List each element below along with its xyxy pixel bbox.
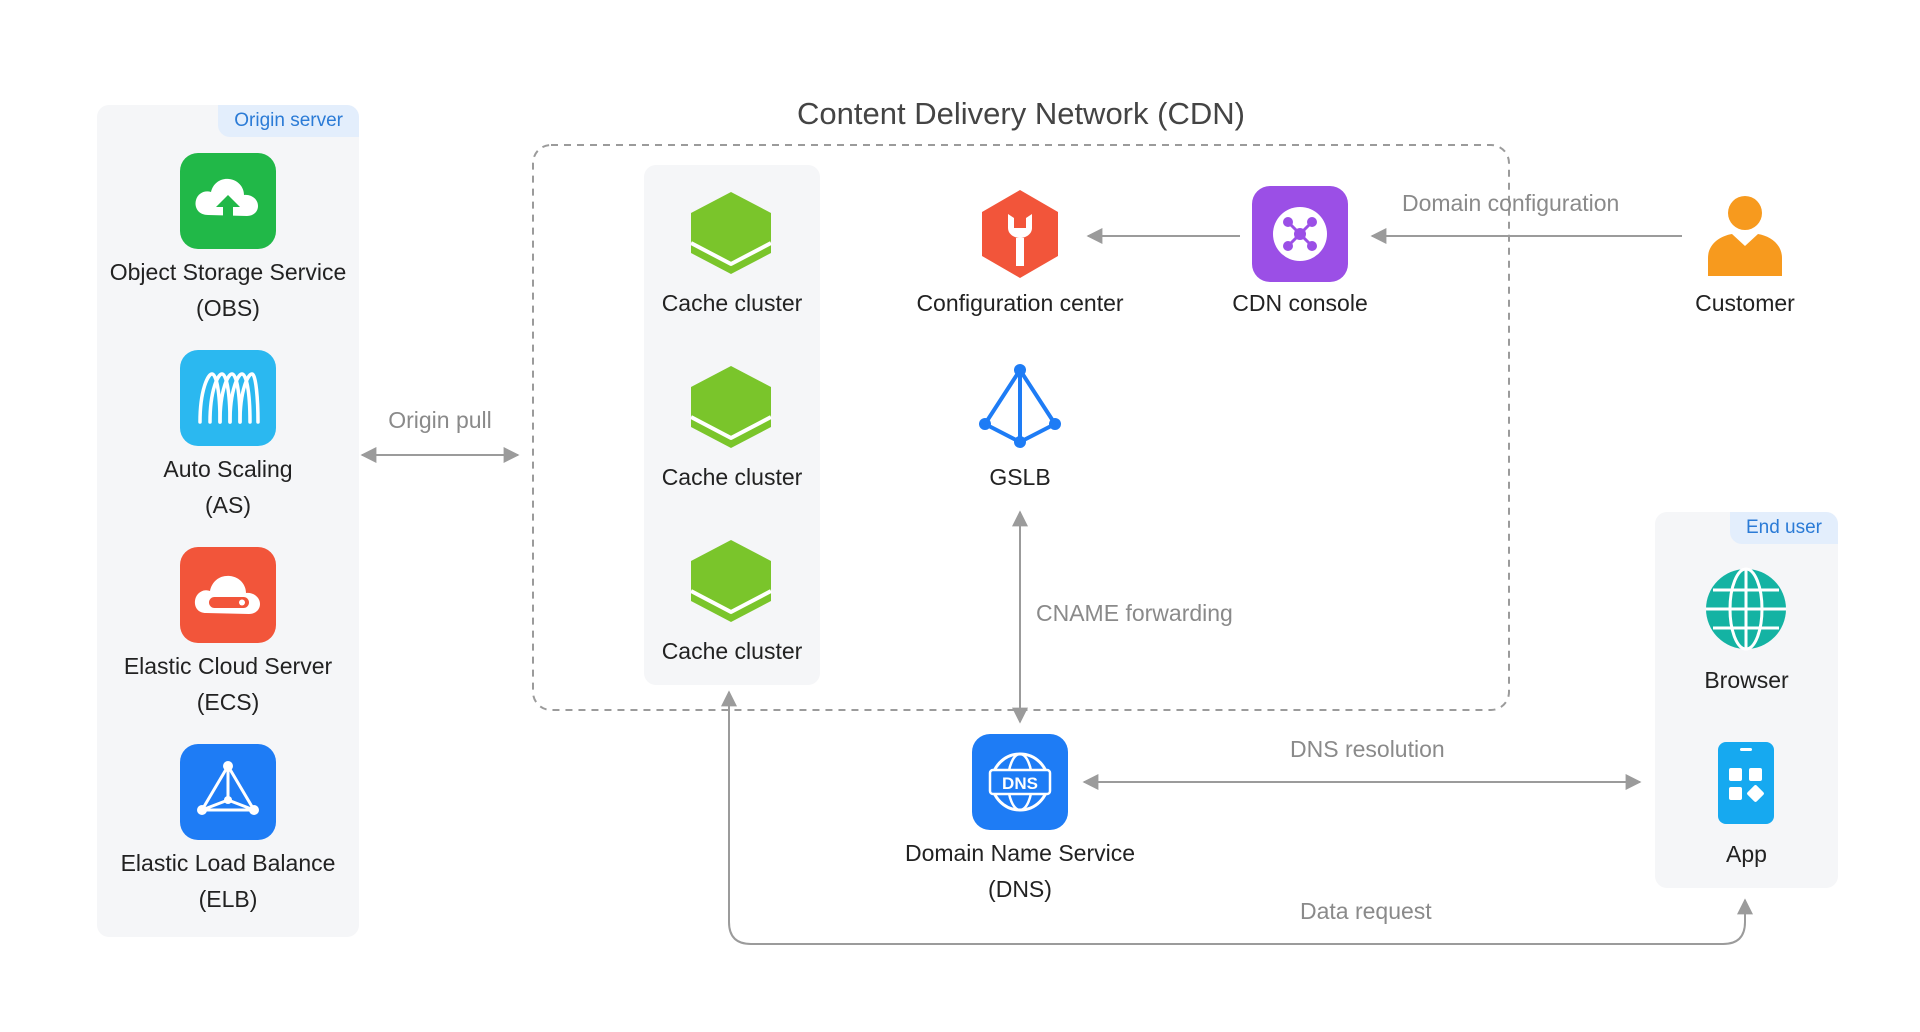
person-icon[interactable]: [1700, 188, 1790, 278]
ecs-name: Elastic Cloud Server: [123, 653, 333, 679]
obs-tile[interactable]: [180, 153, 276, 249]
origin-pull-label: Origin pull: [388, 407, 492, 433]
domain-configuration-label: Domain configuration: [1402, 190, 1620, 216]
obs-label: Object Storage Service (OBS): [97, 254, 359, 326]
customer-label: Customer: [1695, 290, 1795, 316]
as-abbr: (AS): [205, 492, 251, 518]
elb-label: Elastic Load Balance (ELB): [97, 845, 359, 917]
cache-cluster-icon[interactable]: [686, 188, 776, 278]
load-balancer-icon: [197, 761, 259, 815]
config-center-label: Configuration center: [916, 290, 1124, 316]
cdn-title: Content Delivery Network (CDN): [797, 96, 1245, 131]
ecs-tile[interactable]: [180, 547, 276, 643]
cache-cluster-label-1: Cache cluster: [661, 290, 803, 316]
cloud-upload-icon: [195, 178, 258, 217]
origin-server-tag: Origin server: [218, 105, 359, 137]
elb-name: Elastic Load Balance: [120, 850, 336, 876]
data-request-arrow: [721, 690, 1753, 945]
elb-abbr: (ELB): [198, 886, 258, 912]
network-nodes-icon: [1273, 207, 1327, 261]
wrench-icon[interactable]: [974, 188, 1066, 280]
cache-cluster-icon[interactable]: [686, 536, 776, 626]
dns-badge-text: DNS: [1002, 774, 1038, 793]
globe-dns-icon: DNS: [988, 752, 1052, 812]
cache-cluster-icon[interactable]: [686, 362, 776, 452]
gslb-icon[interactable]: [975, 362, 1065, 454]
elb-tile[interactable]: [180, 744, 276, 840]
browser-label: Browser: [1704, 667, 1789, 693]
dns-label: Domain Name Service (DNS): [880, 835, 1160, 907]
mobile-app-icon[interactable]: [1716, 740, 1776, 826]
browser-globe-icon[interactable]: [1703, 566, 1789, 652]
as-label: Auto Scaling (AS): [97, 451, 359, 523]
auto-scaling-icon: [198, 372, 260, 424]
gslb-label: GSLB: [989, 464, 1051, 490]
as-tile[interactable]: [180, 350, 276, 446]
cloud-server-icon: [194, 575, 260, 614]
cdn-console-label: CDN console: [1232, 290, 1368, 316]
dns-resolution-label: DNS resolution: [1290, 736, 1445, 762]
ecs-label: Elastic Cloud Server (ECS): [97, 648, 359, 720]
cache-cluster-label-3: Cache cluster: [661, 638, 803, 664]
cname-forwarding-label: CNAME forwarding: [1036, 600, 1233, 626]
obs-abbr: (OBS): [196, 295, 260, 321]
as-name: Auto Scaling: [163, 456, 293, 482]
dns-name: Domain Name Service: [904, 840, 1136, 866]
obs-name: Object Storage Service: [109, 259, 347, 285]
cache-cluster-label-2: Cache cluster: [661, 464, 803, 490]
cdn-console-tile[interactable]: [1252, 186, 1348, 282]
ecs-abbr: (ECS): [196, 689, 260, 715]
end-user-tag: End user: [1729, 512, 1838, 544]
data-request-label: Data request: [1300, 898, 1432, 924]
dns-abbr: (DNS): [988, 876, 1052, 902]
dns-tile[interactable]: DNS: [972, 734, 1068, 830]
app-label: App: [1726, 841, 1767, 867]
